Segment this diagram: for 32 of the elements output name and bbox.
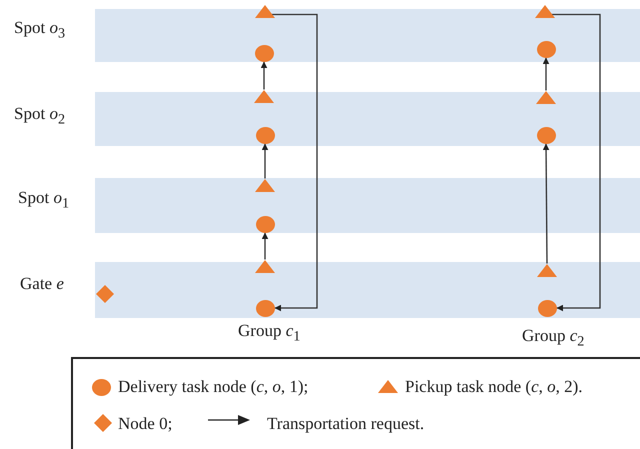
- pickup-task-triangle: [535, 4, 555, 18]
- delivery-task-circle: [536, 40, 556, 58]
- delivery-task-circle: [256, 126, 274, 144]
- node-0-diamond: [96, 285, 114, 303]
- arrow: [262, 232, 268, 260]
- pickup-task-triangle: [254, 90, 274, 102]
- arrow: [542, 144, 550, 264]
- delivery-task-circle: [256, 300, 274, 316]
- delivery-task-circle: [256, 216, 274, 232]
- legend-text: Transportation request.: [267, 414, 424, 434]
- row-label: Spot o$_{3}$: [14, 18, 66, 44]
- legend-text: Pickup task node (c, o, 2).: [405, 377, 583, 397]
- arrow: [551, 14, 601, 312]
- delivery-task-circle: [536, 126, 556, 144]
- pickup-task-triangle: [537, 264, 557, 276]
- group-label: Group c$_{2}$: [522, 326, 584, 352]
- arrow: [271, 14, 318, 312]
- delivery-task-circle: [254, 44, 274, 62]
- arrow: [262, 144, 268, 178]
- legend-text: Node 0;: [118, 414, 172, 434]
- arrow: [260, 62, 268, 90]
- arrow: [542, 58, 550, 90]
- pickup-task-triangle: [255, 260, 275, 272]
- row-label: Spot o$_{2}$: [14, 104, 66, 130]
- pickup-task-triangle: [536, 90, 556, 104]
- row-label: Spot o$_{1}$: [18, 188, 70, 214]
- pickup-task-triangle: [255, 4, 275, 18]
- pickup-task-triangle: [255, 178, 275, 192]
- legend-text: Delivery task node (c, o, 1);: [118, 377, 308, 397]
- group-label: Group c$_{1}$: [238, 321, 300, 346]
- row-label: Gate e: [20, 274, 64, 294]
- delivery-task-circle: [538, 300, 556, 316]
